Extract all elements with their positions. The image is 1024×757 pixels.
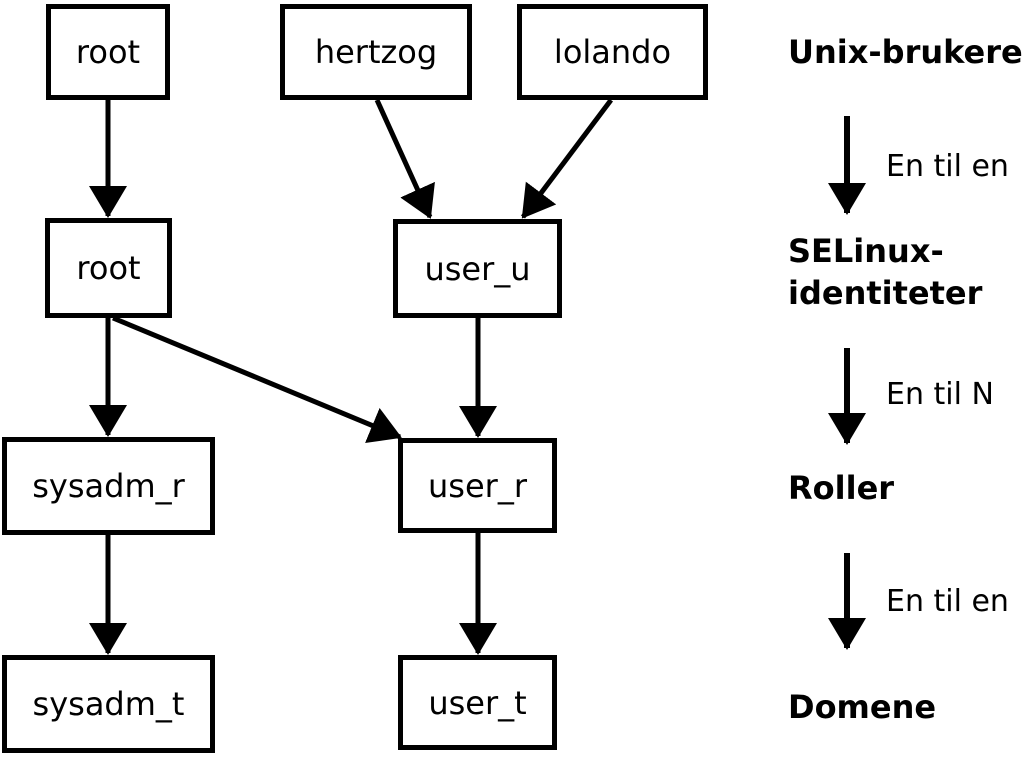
node-user_r: user_r [398, 438, 557, 533]
legend-level-domains: Domene [788, 688, 937, 726]
legend-level-unix-users: Unix-brukere [788, 33, 1023, 71]
legend-relation-one-to-one-2: En til en [886, 584, 1009, 619]
node-root-unix: root [46, 4, 170, 100]
node-sysadm_t: sysadm_t [2, 655, 215, 753]
node-user_t: user_t [398, 655, 557, 750]
edge-lolando-to-user_u [521, 98, 613, 219]
node-root-selinux: root [45, 218, 172, 318]
node-user_u: user_u [393, 219, 562, 318]
node-hertzog: hertzog [280, 4, 472, 100]
legend-level-selinux-identities: SELinux-identiteter [788, 232, 983, 312]
legend-level-roles: Roller [788, 469, 895, 507]
edge-root-selinux-to-user_r [112, 315, 402, 444]
legend-relation-one-to-n: En til N [886, 377, 994, 412]
node-lolando: lolando [517, 4, 708, 100]
node-sysadm_r: sysadm_r [2, 437, 215, 535]
edge-hertzog-to-user_u [374, 98, 435, 219]
legend-relation-one-to-one-1: En til en [886, 149, 1009, 184]
